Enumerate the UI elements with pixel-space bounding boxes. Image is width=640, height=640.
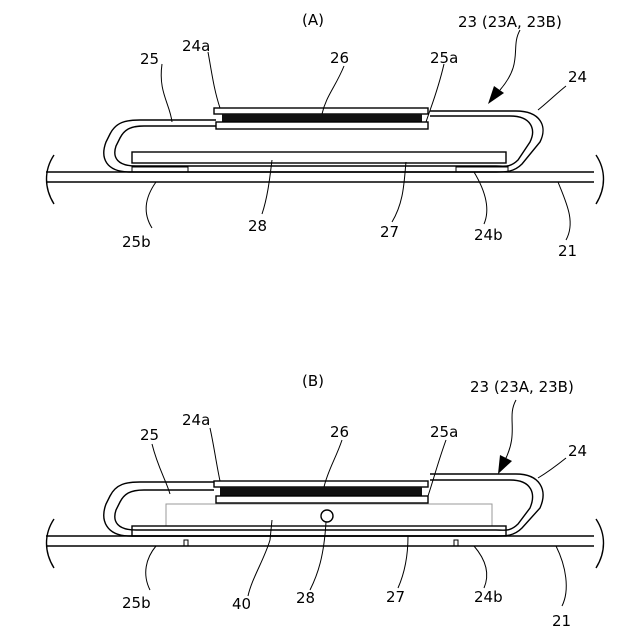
label-24b: 24b xyxy=(474,226,503,244)
bubble-28 xyxy=(321,510,333,522)
label-24-b: 24 xyxy=(568,442,587,460)
label-25: 25 xyxy=(140,50,159,68)
chip-26 xyxy=(222,114,422,122)
label-21: 21 xyxy=(558,242,577,260)
figure-a: (A) xyxy=(46,11,604,260)
label-21-b: 21 xyxy=(552,612,571,630)
folded-member-25 xyxy=(115,116,533,166)
contact-pads-a xyxy=(132,167,508,172)
top-layer-24a-b xyxy=(214,481,428,487)
label-27-b: 27 xyxy=(386,588,405,606)
layer-25a xyxy=(216,122,428,129)
layer-25a-b xyxy=(216,496,428,503)
label-25b-b: 25b xyxy=(122,594,151,612)
figure-b: (B) xyxy=(46,372,604,630)
arrow-23-b xyxy=(498,400,516,474)
top-layer-24a xyxy=(214,108,428,114)
plate-27 xyxy=(132,152,506,163)
leader-lines-a xyxy=(146,52,570,240)
label-28-b: 28 xyxy=(296,589,315,607)
label-23: 23 (23A, 23B) xyxy=(458,13,562,31)
leader-lines-b xyxy=(146,428,567,606)
label-25a: 25a xyxy=(430,49,458,67)
arrow-23-a xyxy=(488,30,520,104)
layer-40 xyxy=(166,504,492,526)
contact-pads-b xyxy=(184,540,458,546)
figure-a-title: (A) xyxy=(302,11,324,29)
label-40: 40 xyxy=(232,595,251,613)
label-28: 28 xyxy=(248,217,267,235)
label-25b: 25b xyxy=(122,233,151,251)
label-24a: 24a xyxy=(182,37,210,55)
label-23-b: 23 (23A, 23B) xyxy=(470,378,574,396)
label-25a-b: 25a xyxy=(430,423,458,441)
label-26: 26 xyxy=(330,49,349,67)
label-27: 27 xyxy=(380,223,399,241)
chip-26-b xyxy=(220,487,422,496)
plate-27-b xyxy=(132,526,506,536)
label-24b-b: 24b xyxy=(474,588,503,606)
label-24: 24 xyxy=(568,68,587,86)
figure-b-title: (B) xyxy=(302,372,324,390)
label-24a-b: 24a xyxy=(182,411,210,429)
label-25-b: 25 xyxy=(140,426,159,444)
folded-member-24-b xyxy=(104,474,543,536)
label-26-b: 26 xyxy=(330,423,349,441)
